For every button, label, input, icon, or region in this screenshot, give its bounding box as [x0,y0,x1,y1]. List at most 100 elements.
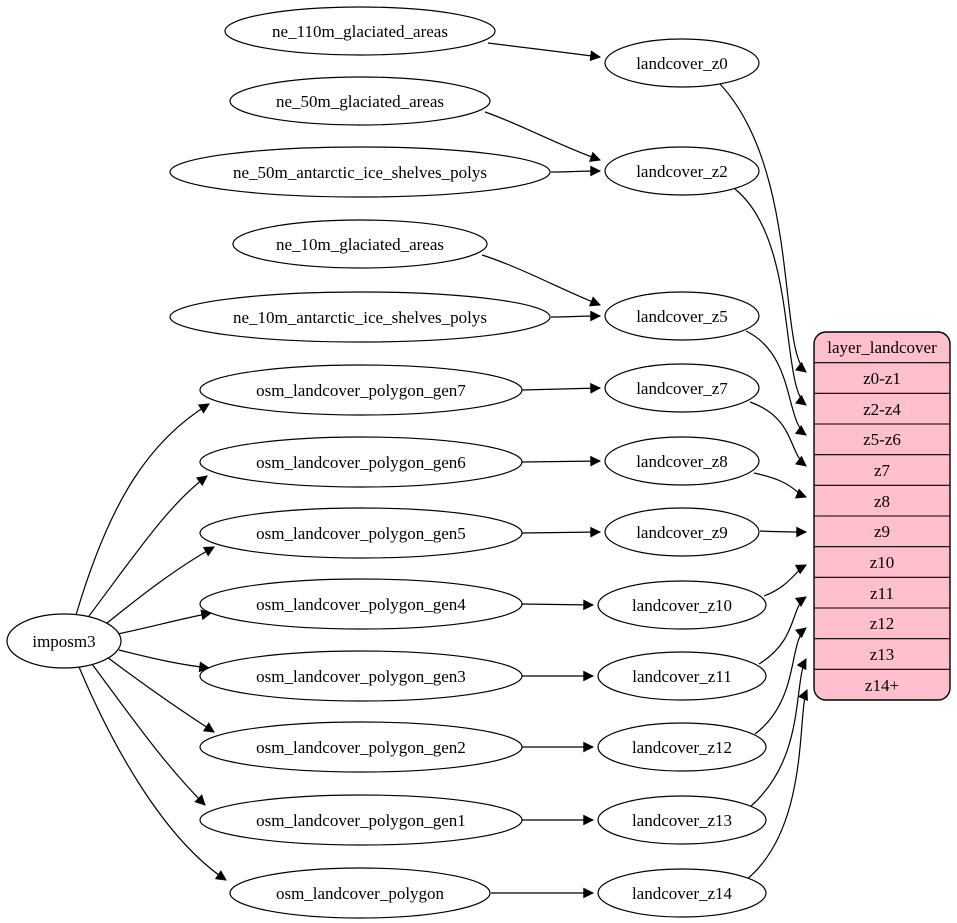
edge-ne-50m-antarctic-ice-shelves-polys-to-landcover-z2 [550,165,602,177]
node-ellipse [604,38,760,88]
node-landcover-z8: landcover_z8 [604,436,760,486]
node-ellipse [229,76,491,126]
node-label: osm_landcover_polygon_gen4 [256,595,466,614]
edge-landcover-z2-to-row-z2-z4 [734,188,807,406]
node-label: osm_landcover_polygon [276,884,445,903]
table-row-z2-z4: z2-z4 [863,400,901,419]
node-label: imposm3 [32,632,95,651]
table-row-separators [814,362,950,670]
table-title: layer_landcover [827,338,937,357]
table-row-z14plus: z14+ [865,676,899,695]
node-landcover-z7: landcover_z7 [604,363,760,413]
table-row-z5-z6: z5-z6 [863,430,901,449]
table-row-z7: z7 [874,461,891,480]
node-ellipse [229,867,491,919]
node-ellipse [597,795,767,845]
node-imposm3: imposm3 [6,613,122,669]
node-ne-10m-glaciated-areas: ne_10m_glaciated_areas [232,219,488,269]
node-ellipse [199,650,523,702]
edge-ne-50m-glaciated-areas-to-landcover-z2 [484,111,602,162]
node-ellipse [199,436,523,488]
node-ne-10m-antarctic-ice-shelves-polys: ne_10m_antarctic_ice_shelves_polys [169,291,551,343]
node-ne-110m-glaciated-areas: ne_110m_glaciated_areas [224,6,496,56]
node-ellipse [199,721,523,773]
edge-landcover-z9-to-row-z9 [759,526,808,538]
node-ellipse [169,291,551,343]
node-label: ne_110m_glaciated_areas [272,22,448,41]
node-label: landcover_z5 [636,307,728,326]
edge-imposm3-to-osm-landcover-polygon-gen4 [117,609,213,635]
edge-landcover-z8-to-row-z8 [753,472,808,499]
table-row-z11: z11 [870,584,894,603]
edge-landcover-z14-to-row-z14plus [745,689,808,881]
edge-imposm3-to-osm-landcover-polygon-gen3 [118,649,211,673]
edge-landcover-z7-to-row-z7 [749,401,807,467]
node-label: osm_landcover_polygon_gen6 [256,453,466,472]
node-ellipse [597,868,767,918]
node-label: landcover_z8 [636,452,728,471]
edge-landcover-z10-to-row-z10 [763,564,807,597]
node-landcover-z2: landcover_z2 [604,146,760,196]
node-label: landcover_z2 [636,162,728,181]
edge-landcover-z0-to-row-z0-z1 [719,83,807,373]
node-label: landcover_z11 [632,667,731,686]
node-osm-landcover-polygon-gen6: osm_landcover_polygon_gen6 [199,436,523,488]
node-ellipse [597,580,767,630]
node-ne-50m-antarctic-ice-shelves-polys: ne_50m_antarctic_ice_shelves_polys [169,146,551,198]
edge-imposm3-to-osm-landcover-polygon [78,666,227,881]
node-ellipse [604,436,760,486]
node-ellipse [597,651,767,701]
node-osm-landcover-polygon-gen4: osm_landcover_polygon_gen4 [199,578,523,630]
node-osm-landcover-polygon-gen1: osm_landcover_polygon_gen1 [199,794,523,846]
node-label: landcover_z0 [636,54,728,73]
node-label: osm_landcover_polygon_gen1 [256,811,466,830]
edge-landcover-z13-to-row-z13 [749,658,807,808]
node-osm-landcover-polygon-gen2: osm_landcover_polygon_gen2 [199,721,523,773]
table-row-z13: z13 [870,645,895,664]
node-osm-landcover-polygon-gen5: osm_landcover_polygon_gen5 [199,507,523,559]
node-label: landcover_z7 [636,379,728,398]
edge-imposm3-to-osm-landcover-polygon-gen5 [100,546,215,629]
node-osm-landcover-polygon: osm_landcover_polygon [229,867,491,919]
node-ellipse [604,363,760,413]
edge-landcover-z11-to-row-z11 [758,596,807,665]
edge-imposm3-to-osm-landcover-polygon-gen1 [91,663,206,806]
node-ellipse [232,219,488,269]
node-landcover-z11: landcover_z11 [597,651,767,701]
node-osm-landcover-polygon-gen3: osm_landcover_polygon_gen3 [199,650,523,702]
table-row-z12: z12 [870,614,895,633]
node-ellipse [199,507,523,559]
node-ellipse [6,613,122,669]
edge-ne-10m-antarctic-ice-shelves-polys-to-landcover-z5 [550,310,602,322]
node-ellipse [604,146,760,196]
node-label: osm_landcover_polygon_gen2 [256,738,466,757]
node-label: landcover_z12 [632,738,732,757]
node-ellipse [199,578,523,630]
node-landcover-z0: landcover_z0 [604,38,760,88]
table-row-z10: z10 [870,553,895,572]
table-row-z8: z8 [874,492,890,511]
node-ellipse [199,794,523,846]
edge-imposm3-to-osm-landcover-polygon-gen2 [106,656,215,733]
node-ellipse [199,364,523,416]
edges-layer [75,42,808,899]
node-landcover-z13: landcover_z13 [597,795,767,845]
edge-osm-landcover-polygon-gen4-to-landcover-z10 [521,599,595,611]
node-label: ne_10m_antarctic_ice_shelves_polys [233,308,487,327]
node-ellipse [169,146,551,198]
node-ellipse [224,6,496,56]
edge-ne-110m-glaciated-areas-to-landcover-z0 [487,42,602,62]
edge-imposm3-to-osm-landcover-polygon-gen6 [85,475,208,621]
edge-osm-landcover-polygon-gen6-to-landcover-z8 [521,455,602,467]
node-label: ne_50m_glaciated_areas [276,92,444,111]
table-row-z0-z1: z0-z1 [863,369,901,388]
edge-ne-10m-glaciated-areas-to-landcover-z5 [481,254,602,307]
node-label: osm_landcover_polygon_gen3 [256,667,466,686]
node-label: ne_10m_glaciated_areas [276,235,444,254]
edge-imposm3-to-osm-landcover-polygon-gen7 [75,403,210,616]
node-ellipse [604,507,760,557]
node-ne-50m-glaciated-areas: ne_50m_glaciated_areas [229,76,491,126]
node-label: landcover_z10 [632,596,732,615]
